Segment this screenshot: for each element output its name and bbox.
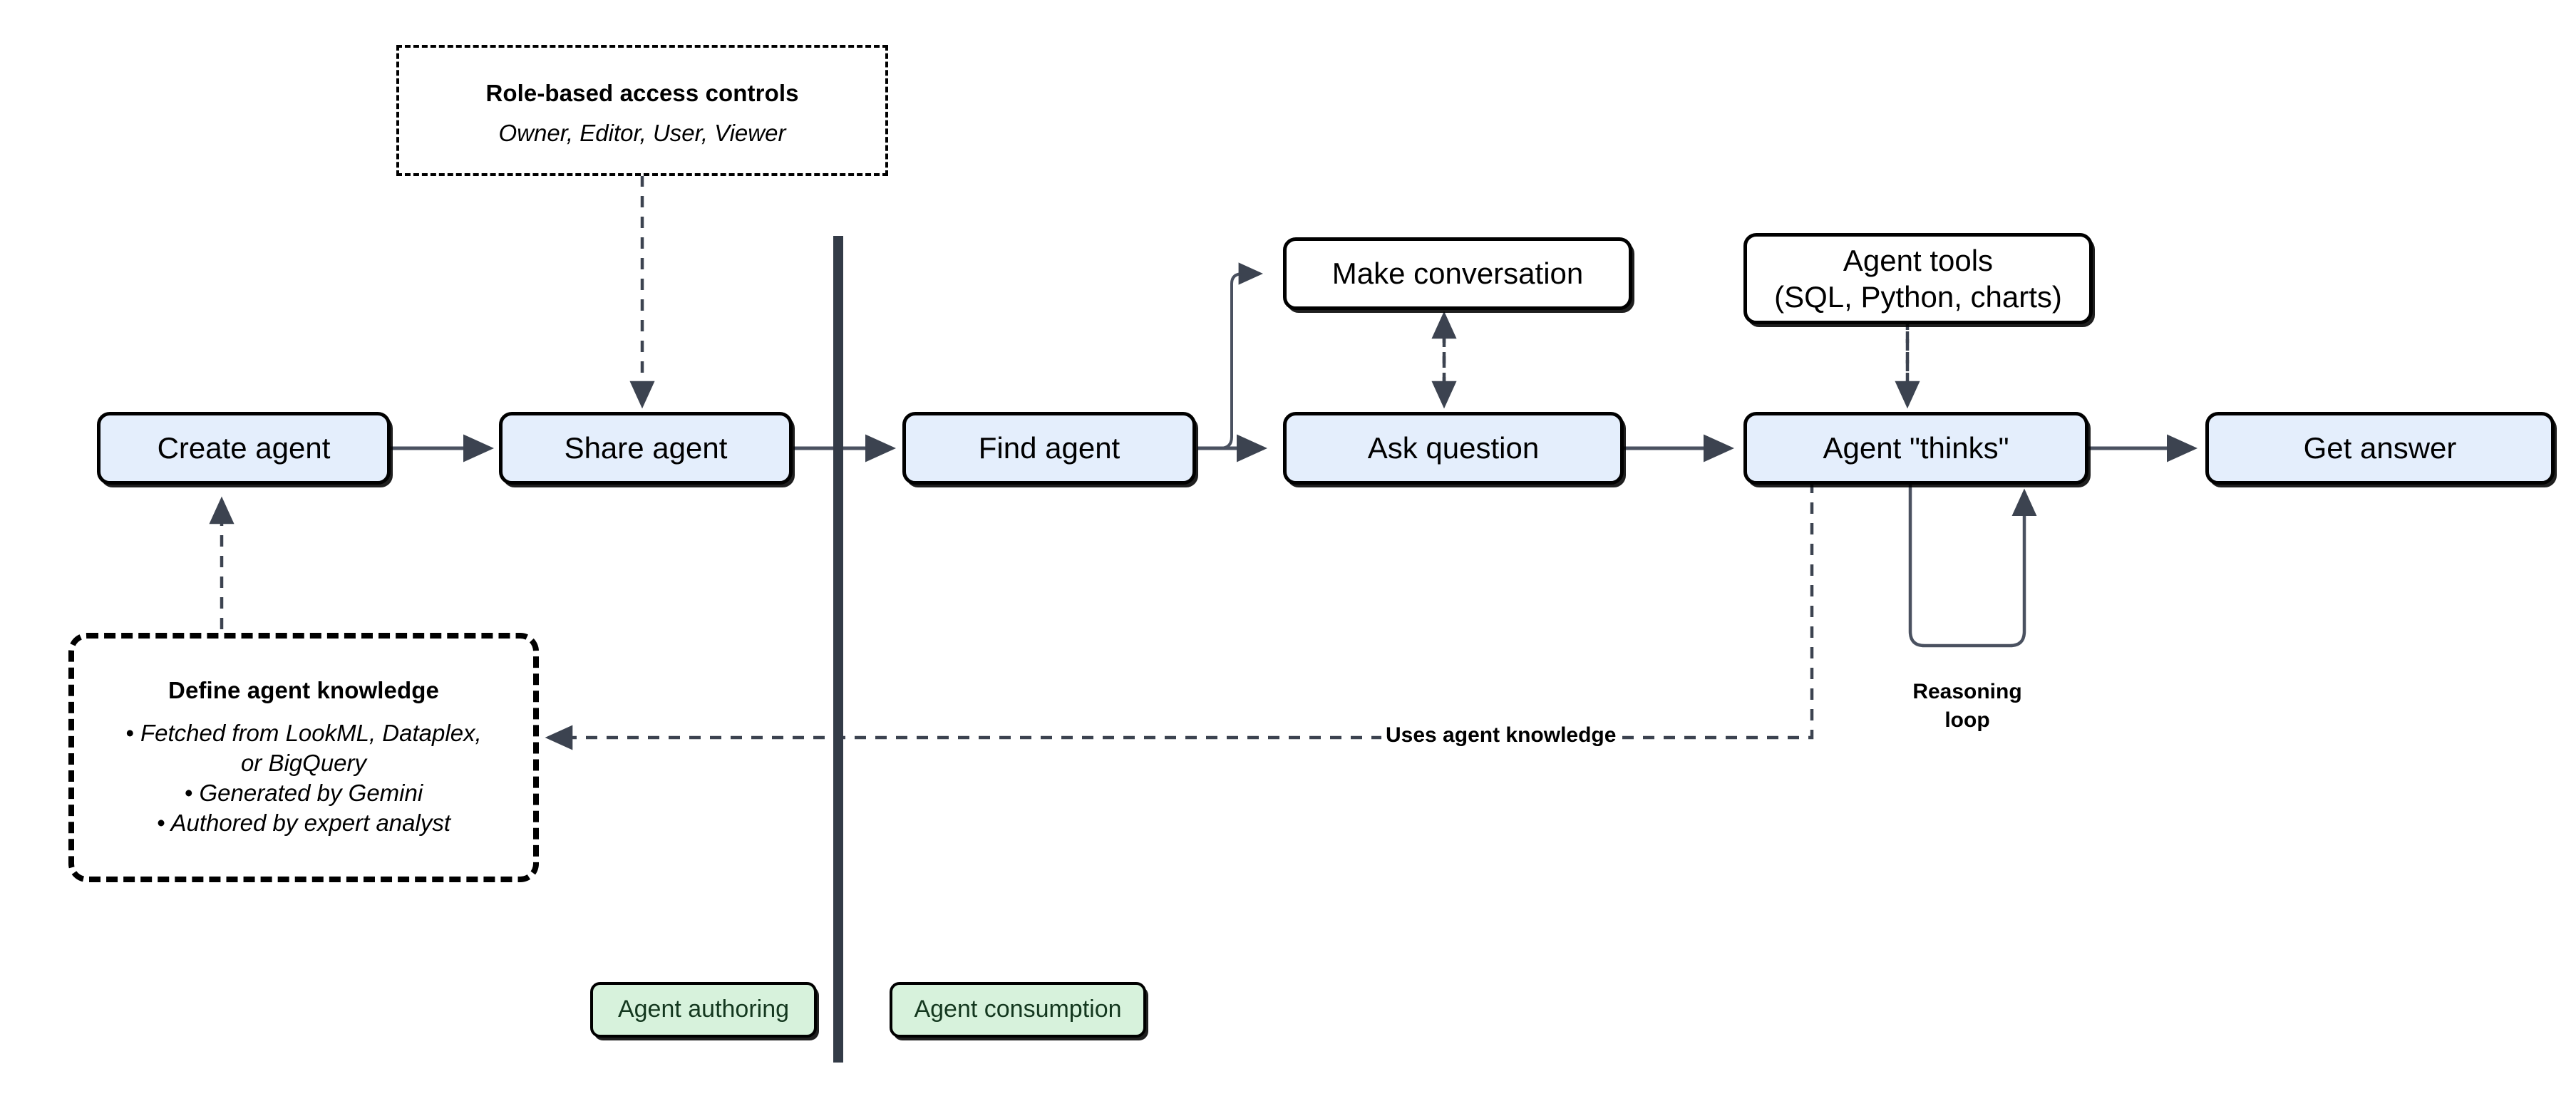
node-share-agent[interactable]: Share agent [499, 412, 793, 485]
edge-label-uses-agent-knowledge: Uses agent knowledge [1381, 723, 1621, 748]
edge-label-reasoning-loop: Reasoning loop [1882, 648, 2053, 735]
node-ask-question-label: Ask question [1367, 431, 1540, 465]
node-make-conversation-label: Make conversation [1331, 257, 1584, 291]
node-create-agent[interactable]: Create agent [97, 412, 391, 485]
rbac-note-subtitle: Owner, Editor, User, Viewer [498, 120, 786, 147]
reasoning-loop-text: Reasoning loop [1912, 679, 2022, 733]
node-find-agent-label: Find agent [978, 431, 1120, 465]
node-share-agent-label: Share agent [564, 431, 728, 465]
legend-agent-consumption-label: Agent consumption [914, 996, 1122, 1023]
section-divider [833, 236, 843, 1063]
node-agent-thinks-label: Agent "thinks" [1823, 431, 2009, 465]
node-find-agent[interactable]: Find agent [902, 412, 1196, 485]
node-agent-tools[interactable]: Agent tools (SQL, Python, charts) [1743, 233, 2093, 324]
node-get-answer[interactable]: Get answer [2205, 412, 2555, 485]
note-define-agent-knowledge: Define agent knowledge • Fetched from Lo… [68, 633, 539, 882]
node-create-agent-label: Create agent [157, 431, 331, 465]
node-agent-tools-label: Agent tools (SQL, Python, charts) [1774, 243, 2062, 314]
node-make-conversation[interactable]: Make conversation [1283, 237, 1632, 310]
legend-agent-authoring[interactable]: Agent authoring [590, 982, 817, 1038]
rbac-note-title: Role-based access controls [485, 80, 799, 106]
uses-agent-knowledge-text: Uses agent knowledge [1386, 723, 1617, 747]
edge-find-to-conversation [1197, 262, 1264, 450]
note-role-based-access-controls: Role-based access controls Owner, Editor… [396, 45, 888, 176]
legend-agent-authoring-label: Agent authoring [617, 996, 790, 1023]
knowledge-note-title: Define agent knowledge [168, 677, 439, 704]
node-ask-question[interactable]: Ask question [1283, 412, 1624, 485]
node-agent-thinks[interactable]: Agent "thinks" [1743, 412, 2088, 485]
edge-uses-knowledge-right [1540, 482, 1814, 740]
legend-agent-consumption[interactable]: Agent consumption [890, 982, 1146, 1038]
node-get-answer-label: Get answer [2303, 431, 2457, 465]
knowledge-note-items: • Fetched from LookML, Dataplex, or BigQ… [125, 719, 482, 837]
edge-reasoning-loop [1908, 482, 2037, 648]
